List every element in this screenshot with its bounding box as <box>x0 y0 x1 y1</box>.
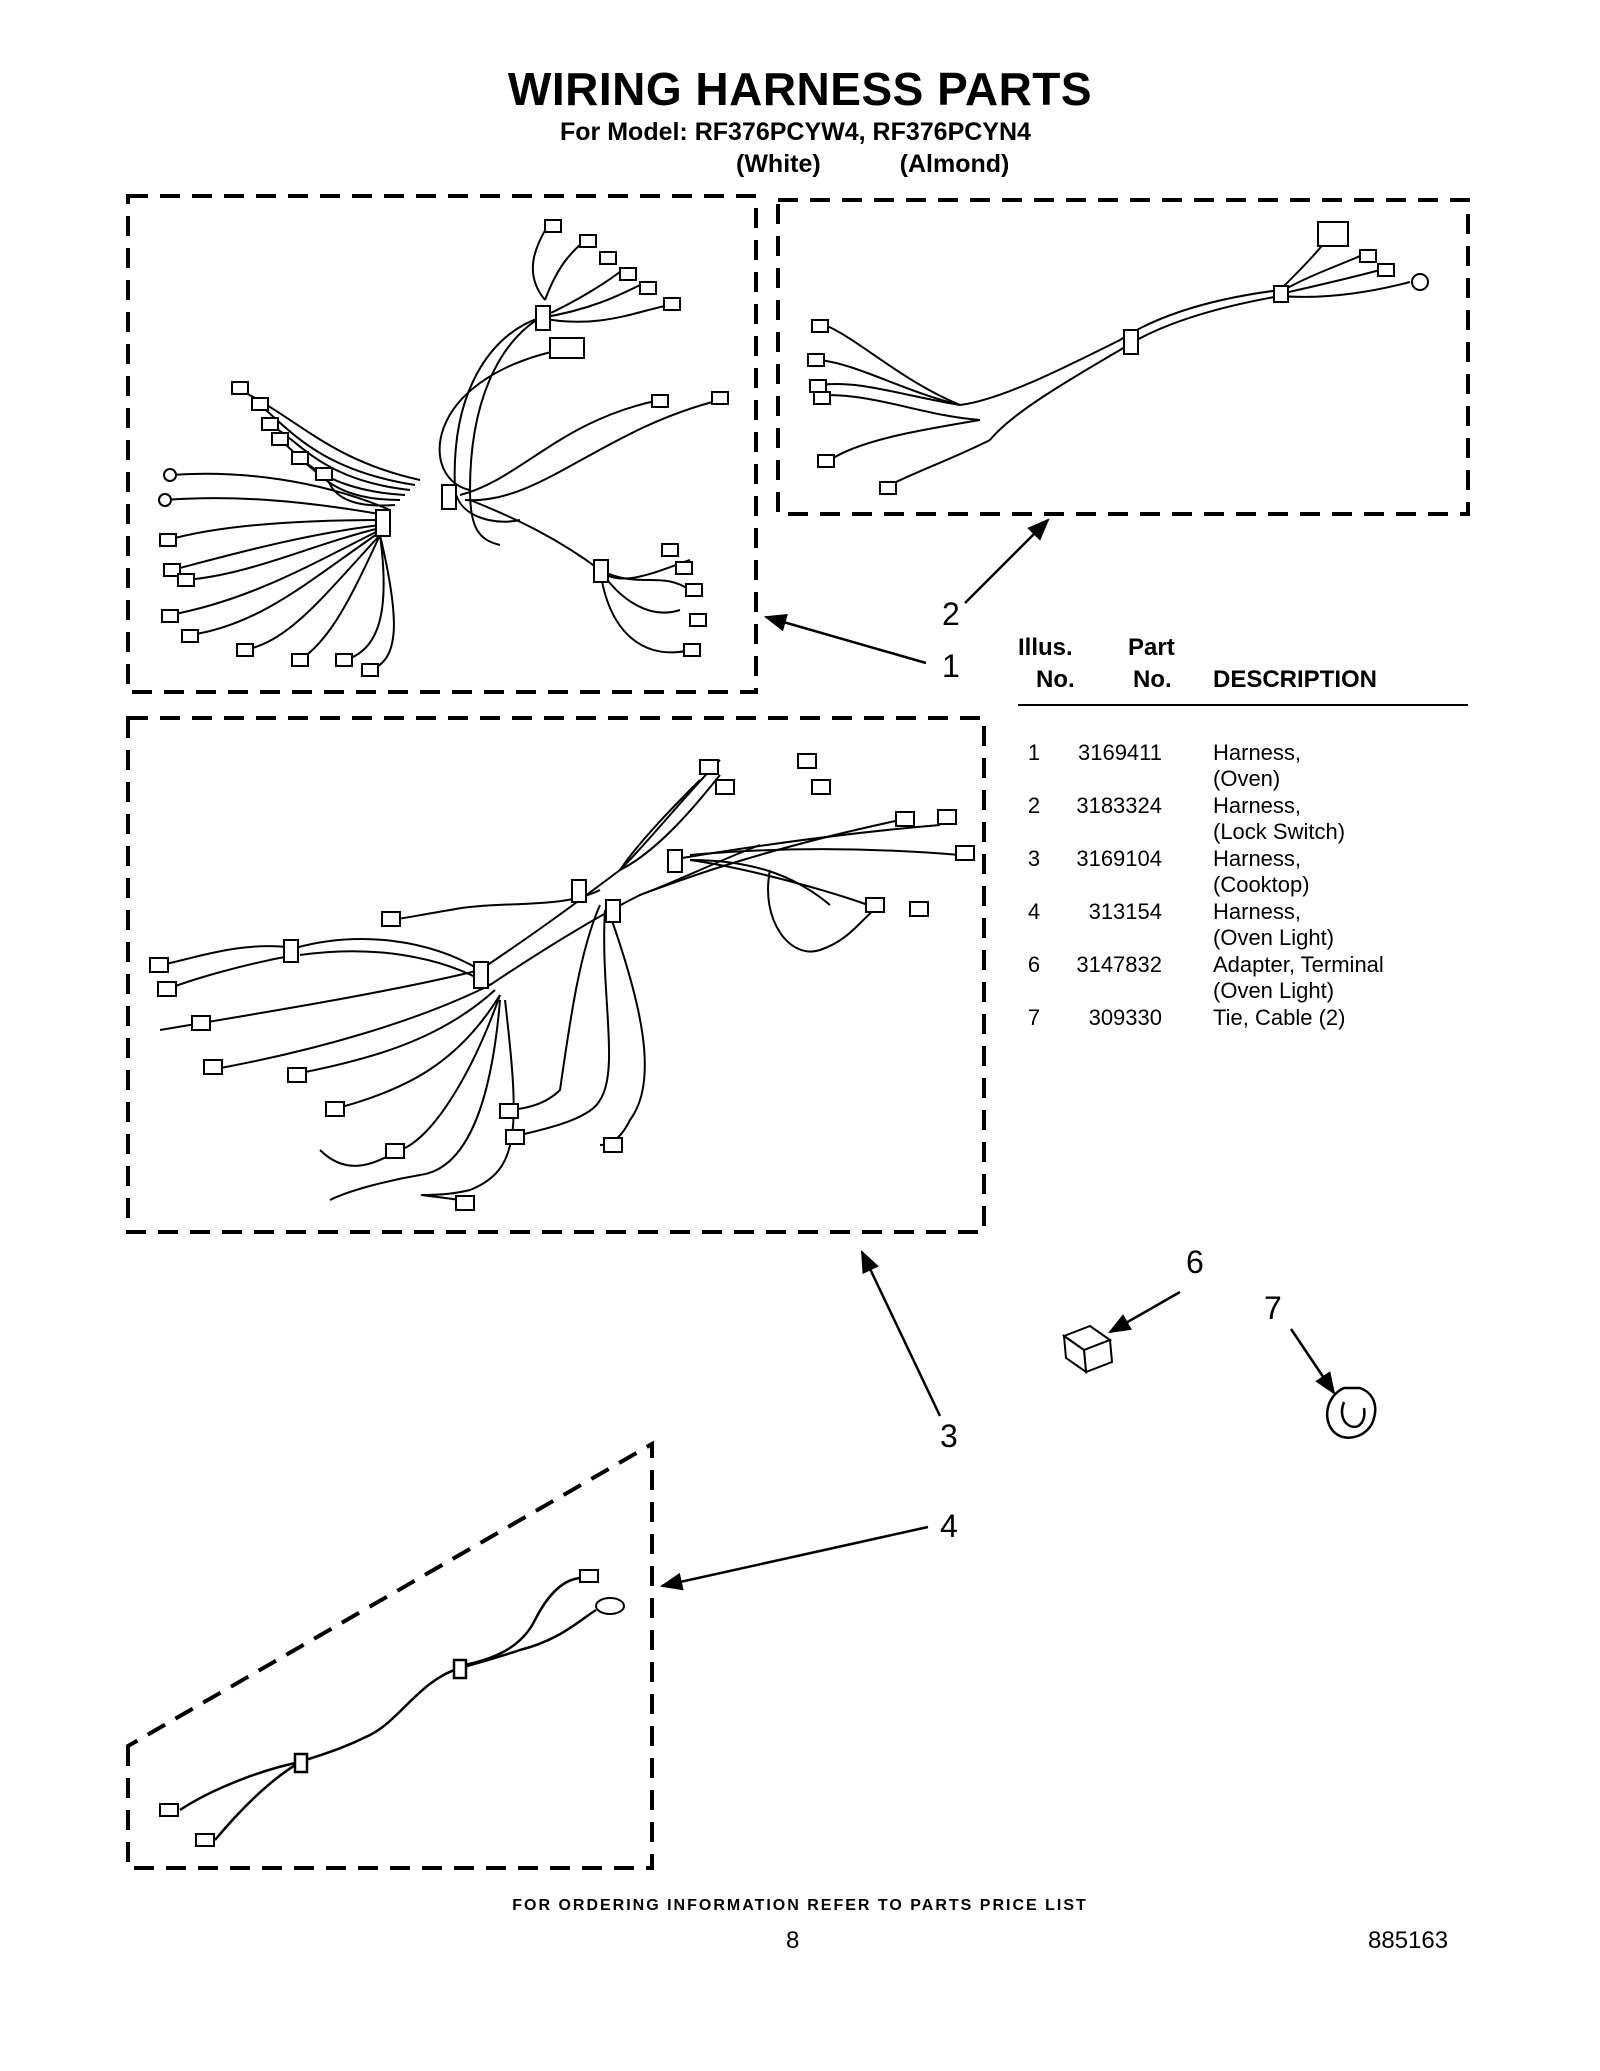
terminal-adapter-drawing <box>1061 1324 1114 1375</box>
header-description: DESCRIPTION <box>1213 666 1378 693</box>
part-no: 309330 <box>1088 1005 1162 1030</box>
cable-tie-drawing <box>1325 1386 1377 1439</box>
callout-2: 2 <box>942 596 960 632</box>
callout-7: 7 <box>1264 1290 1282 1326</box>
harness-oven-light-connectors <box>159 1569 625 1847</box>
illus-no: 6 <box>1027 952 1041 977</box>
ordering-note: FOR ORDERING INFORMATION REFER TO PARTS … <box>512 1897 1088 1914</box>
harness-lock-switch-connectors <box>807 221 1429 495</box>
variant-white: (White) <box>736 150 821 178</box>
description-detail: (Oven Light) <box>1213 978 1335 1003</box>
part-no: 3147832 <box>1076 952 1162 977</box>
harness-cooktop-drawing <box>159 759 961 1201</box>
document-number: 885163 <box>1368 1927 1449 1954</box>
description: Harness, <box>1213 740 1302 765</box>
header-part-no: No. <box>1133 666 1172 693</box>
table-row: 6 3147832 Adapter, Terminal (Oven Light) <box>1018 952 1468 1005</box>
part-no: 313154 <box>1088 899 1162 924</box>
harness-cooktop-connectors <box>149 753 975 1211</box>
description: Harness, <box>1213 899 1302 924</box>
table-row: 1 3169411 Harness, (Oven) <box>1018 740 1468 793</box>
part-no: 3169411 <box>1077 740 1162 765</box>
table-row: 7 309330 Tie, Cable (2) <box>1018 1005 1468 1058</box>
description-detail: (Lock Switch) <box>1213 819 1346 844</box>
harness-oven-light-drawing <box>179 1576 597 1841</box>
description-detail: (Cooktop) <box>1213 872 1310 897</box>
model-numbers: For Model: RF376PCYW4, RF376PCYN4 <box>560 118 1031 146</box>
box-harness-1 <box>126 194 758 694</box>
illus-no: 4 <box>1027 899 1041 924</box>
page-number: 8 <box>786 1927 800 1954</box>
description: Harness, <box>1213 846 1302 871</box>
part-no: 3183324 <box>1076 793 1162 818</box>
description-detail: (Oven) <box>1213 766 1281 791</box>
callout-4: 4 <box>940 1508 958 1544</box>
part-no: 3169104 <box>1076 846 1162 871</box>
header-illus-no: No. <box>1036 666 1075 693</box>
callout-1: 1 <box>942 648 960 684</box>
model-variants: (White) (Almond) <box>736 150 1009 179</box>
illus-no: 3 <box>1027 846 1041 871</box>
table-row: 4 313154 Harness, (Oven Light) <box>1018 899 1468 952</box>
header-part: Part <box>1128 634 1175 661</box>
parts-table: Illus. No. Part No. DESCRIPTION 1 316941… <box>1018 630 1468 1058</box>
table-row: 2 3183324 Harness, (Lock Switch) <box>1018 793 1468 846</box>
description: Adapter, Terminal <box>1213 952 1384 977</box>
harness-oven-connectors <box>158 219 729 677</box>
box-harness-2 <box>776 198 1470 516</box>
illus-no: 1 <box>1027 740 1041 765</box>
callout-3: 3 <box>940 1418 958 1454</box>
description: Harness, <box>1213 793 1302 818</box>
description: Tie, Cable (2) <box>1213 1005 1346 1030</box>
parts-table-header: Illus. No. Part No. DESCRIPTION <box>1018 630 1468 706</box>
page-title: WIRING HARNESS PARTS <box>507 63 1093 115</box>
header-illus: Illus. <box>1018 634 1073 661</box>
callout-6: 6 <box>1186 1244 1204 1280</box>
variant-almond: (Almond) <box>899 150 1010 178</box>
illus-no: 7 <box>1027 1005 1041 1030</box>
box-harness-3 <box>126 716 986 1234</box>
harness-oven-drawing <box>164 224 721 671</box>
box-harness-4 <box>126 1440 654 1870</box>
description-detail: (Oven Light) <box>1213 925 1335 950</box>
harness-lock-switch-drawing <box>819 234 1411 486</box>
table-row: 3 3169104 Harness, (Cooktop) <box>1018 846 1468 899</box>
illus-no: 2 <box>1027 793 1041 818</box>
